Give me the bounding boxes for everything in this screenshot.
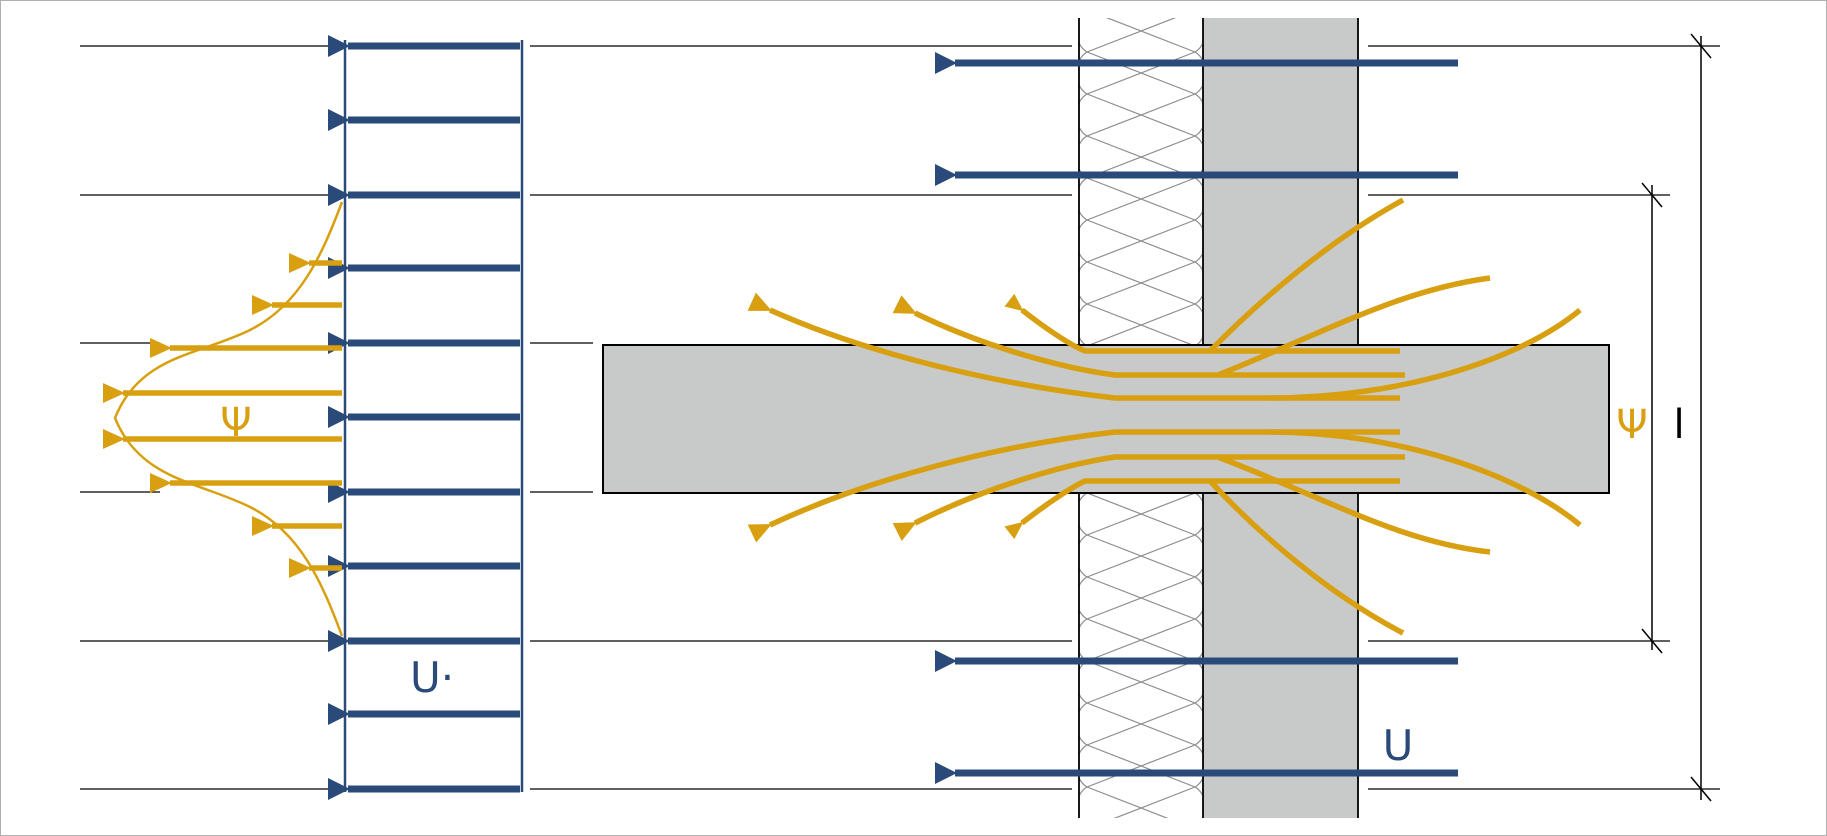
wall-heat-flow-arrows	[935, 52, 1458, 784]
left-horizontal-lines	[80, 45, 1072, 790]
bridge-heat-flow-arrows	[103, 253, 342, 578]
insulation-lower	[1079, 493, 1202, 818]
psi-label-left: Ψ	[220, 400, 251, 446]
length-label: l	[1673, 402, 1684, 448]
psi-label-right: Ψ	[1616, 402, 1647, 448]
dimension-lines	[1641, 33, 1712, 802]
insulation-upper	[1079, 18, 1202, 345]
u-label-right: U	[1383, 721, 1414, 770]
concrete-wall-upper	[1203, 18, 1358, 345]
concrete-slab	[602, 344, 1610, 494]
uniform-heat-flow-arrows	[328, 35, 520, 800]
right-horizontal-lines	[1368, 45, 1720, 790]
psi-distribution-curve	[113, 201, 344, 637]
u-dot-label: U·	[410, 653, 454, 702]
concrete-wall-lower	[1203, 493, 1358, 818]
thermal-bridge-flow-lines	[747, 197, 1582, 636]
wall-edges	[1078, 18, 1359, 818]
